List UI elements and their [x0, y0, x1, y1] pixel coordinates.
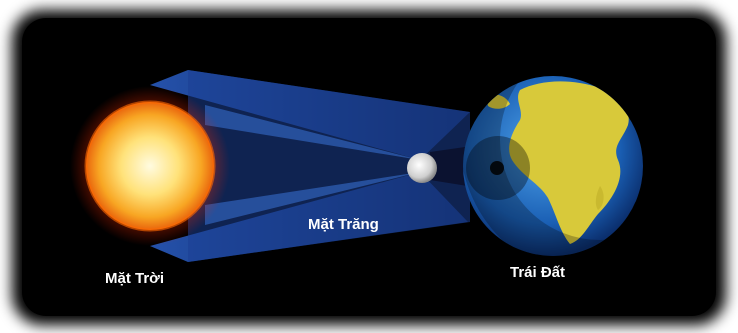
earth-label: Trái Đất — [510, 264, 565, 281]
moon-label: Mặt Trăng — [308, 216, 379, 233]
umbra — [490, 161, 504, 175]
sun — [70, 86, 230, 246]
sun-label: Mặt Trời — [105, 270, 164, 287]
earth — [463, 76, 643, 256]
moon — [407, 153, 437, 183]
light-beams — [150, 70, 470, 262]
